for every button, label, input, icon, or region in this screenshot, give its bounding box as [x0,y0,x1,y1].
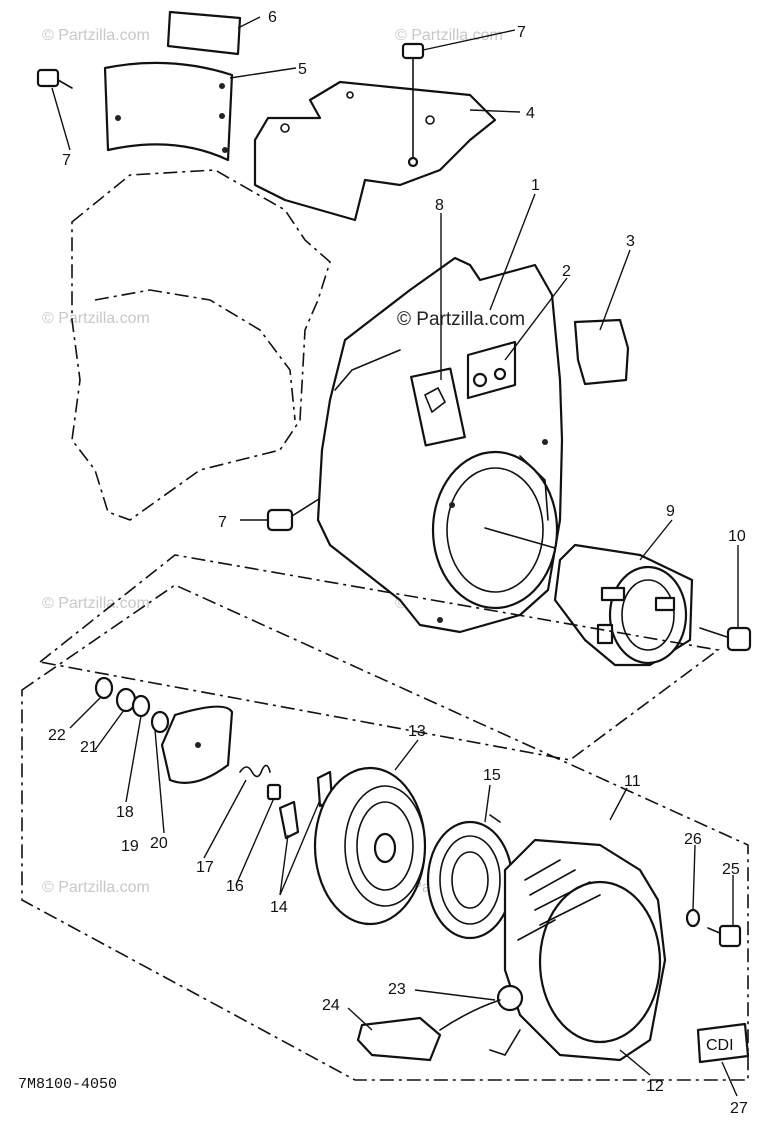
callout-10: 10 [728,528,746,545]
part-4-cover [253,80,497,222]
part-25-bolt [707,924,742,948]
part-27-emblem: CDI [696,1022,750,1064]
callout-7: 7 [218,514,227,531]
callout-11: 11 [624,773,641,790]
part-20-friction-plate [160,705,234,784]
callout-23: 23 [388,981,406,998]
callout-13: 13 [408,723,426,740]
watermark: © Partzilla.com [42,879,150,896]
watermark: © Partzilla.com [42,27,150,44]
part-7-bolt-left [36,68,73,89]
assembly-9-frame [38,554,720,761]
callout-25: 25 [722,861,740,878]
callout-18: 18 [116,804,134,821]
part-24-handle [356,1016,442,1062]
callout-24: 24 [322,997,340,1014]
callout-16: 16 [226,878,244,895]
callout-4: 4 [526,105,535,122]
watermark: © Partzilla.com [42,595,150,612]
part-17-spring [239,764,271,778]
callout-17: 17 [196,859,214,876]
part-1-fan-housing [316,256,564,634]
svg-text:CDI: CDI [706,1037,734,1054]
part-7-bolt-top [401,42,425,168]
callout-26: 26 [684,831,702,848]
engine-outline [71,169,331,521]
callout-22: 22 [48,727,66,744]
diagram-code: 7M8100-4050 [18,1076,117,1093]
callout-21: 21 [80,739,98,756]
callout-3: 3 [626,233,635,250]
callout-2: 2 [562,263,571,280]
callout-14: 14 [270,899,288,916]
callout-27: 27 [730,1100,748,1117]
parts-18-22-hardware [94,676,170,734]
callout-8: 8 [435,197,444,214]
part-6-label [166,10,242,56]
callout-1: 1 [531,177,540,194]
callout-19: 19 [121,838,139,855]
part-3-decal [573,318,630,386]
callout-lines [51,16,739,1097]
part-15-spiral-spring [426,814,514,940]
part-12-starter-housing [489,838,667,1062]
callout-12: 12 [646,1078,664,1095]
watermark: © Partzilla.com [395,27,503,44]
part-16-pin [266,783,282,801]
assembly-11-frame [21,584,749,1081]
callout-5: 5 [298,61,307,78]
part-23-rope [439,999,501,1031]
callout-6: 6 [268,9,277,26]
callout-7: 7 [62,152,71,169]
part-5-plate [103,61,234,162]
callout-numbers: 6 5 7 7 4 1 8 3 2 7 9 10 22 21 13 15 11 … [48,9,748,1117]
part-9-pulley [553,543,694,667]
watermark-main: © Partzilla.com [397,309,525,330]
part-13-rope-pulley [313,766,427,926]
part-26-washer [685,908,701,928]
engine-inner-outline [94,289,296,421]
callout-20: 20 [150,835,168,852]
part-10-bolt [699,626,752,652]
callout-7: 7 [517,24,526,41]
callout-15: 15 [483,767,501,784]
callout-9: 9 [666,503,675,520]
watermark: © Partzilla.com [42,310,150,327]
